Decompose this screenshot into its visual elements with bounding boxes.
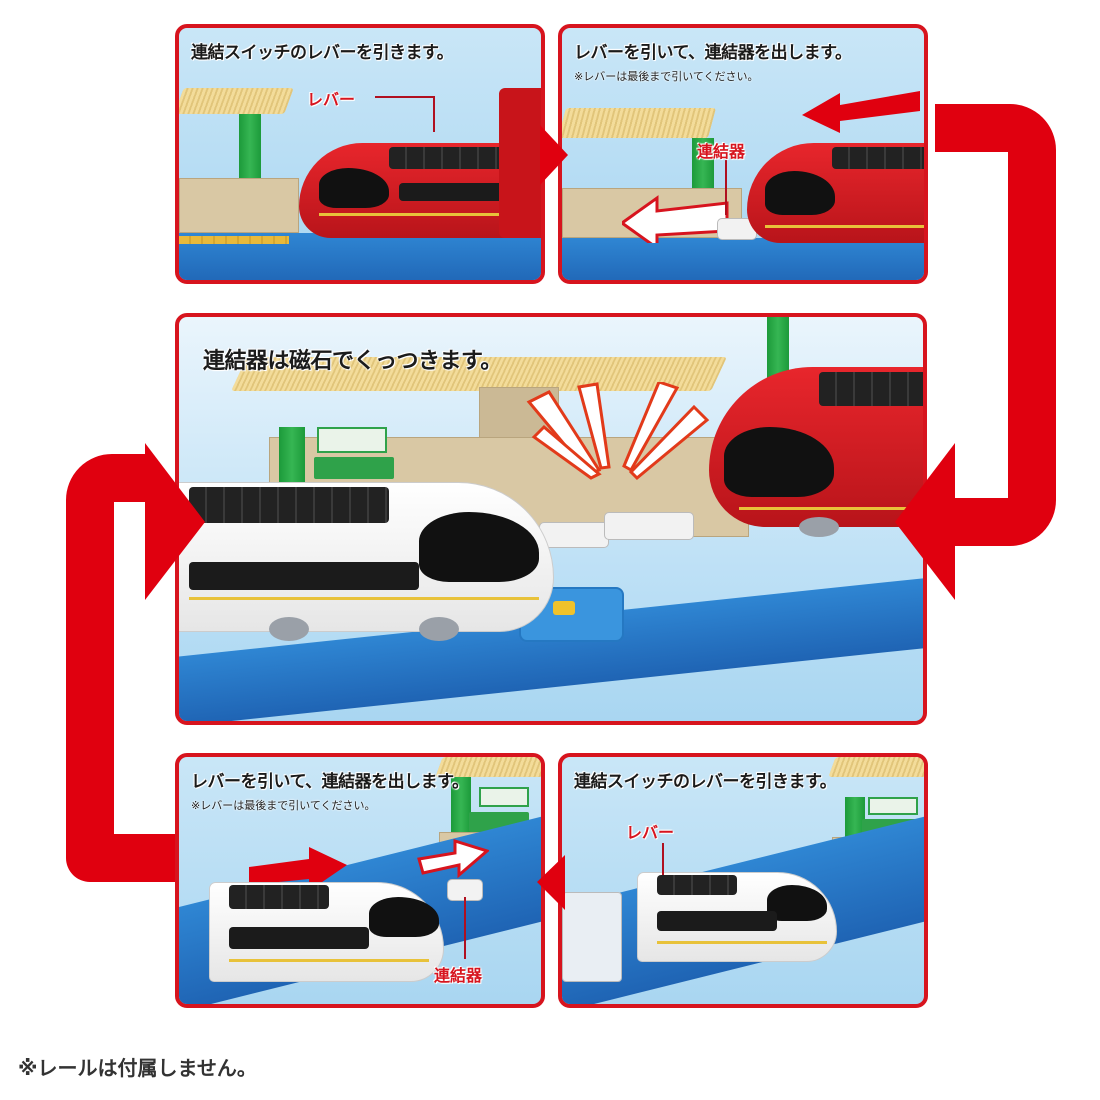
panel-note: ※レバーは最後まで引いてください。 [191, 799, 376, 812]
white-outline-arrow-icon [417, 838, 489, 879]
panel-step5-pull-lever: 連結スイッチのレバーを引きます。 レバー [558, 753, 928, 1008]
red-train [747, 133, 924, 253]
station-sign [317, 427, 387, 453]
red-train [709, 347, 923, 537]
lever-callout: レバー [307, 90, 356, 109]
lever-leader-line-vertical [433, 96, 435, 132]
lever-leader-line [375, 96, 433, 98]
red-train-coupler [604, 512, 694, 540]
station-sign [868, 797, 918, 815]
coupler-leader-line [725, 160, 727, 215]
panel-title: 連結器は磁石でくっつきます。 [203, 349, 502, 374]
panel-note: ※レバーは最後まで引いてください。 [574, 70, 759, 83]
platform [179, 178, 299, 233]
red-motion-arrow-icon [249, 847, 347, 891]
panel-step2-extend-coupler: レバーを引いて、連結器を出します。 ※レバーは最後まで引いてください。 連結器 [558, 24, 928, 284]
track [562, 238, 924, 280]
red-motion-arrow-icon [802, 91, 920, 133]
trailing-car [562, 892, 622, 982]
station-sign [479, 787, 529, 807]
panel-step1-pull-lever: 連結スイッチのレバーを引きます。 レバー [175, 24, 545, 284]
switch-lever [553, 601, 575, 615]
station-pillar [451, 777, 471, 847]
bench [314, 457, 394, 479]
second-car [499, 88, 541, 238]
white-train-coupler [539, 522, 609, 548]
panel-title: 連結スイッチのレバーを引きます。 [574, 772, 837, 792]
station-pillar [239, 114, 261, 194]
white-outline-arrow-icon [622, 195, 729, 243]
lever-leader-line [662, 843, 664, 875]
impact-burst-icon [526, 382, 710, 481]
coupler-leader-line [464, 897, 466, 959]
white-train [209, 877, 444, 987]
coupler-callout: 連結器 [697, 142, 746, 161]
panel-step3-magnet-coupling: 連結器は磁石でくっつきます。 [175, 313, 927, 725]
platform-edge [179, 236, 289, 244]
white-train [637, 867, 837, 967]
white-train [179, 467, 559, 647]
lever-callout: レバー [626, 823, 675, 842]
footer-note-rails-not-included: ※レールは付属しません。 [18, 1056, 257, 1080]
panel-title: レバーを引いて、連結器を出します。 [574, 43, 852, 63]
coupler-callout: 連結器 [434, 966, 483, 985]
panel-title: レバーを引いて、連結器を出します。 [191, 772, 469, 792]
panel-step4-extend-coupler: レバーを引いて、連結器を出します。 ※レバーは最後まで引いてください。 連結器 [175, 753, 545, 1008]
panel-title: 連結スイッチのレバーを引きます。 [191, 43, 454, 63]
